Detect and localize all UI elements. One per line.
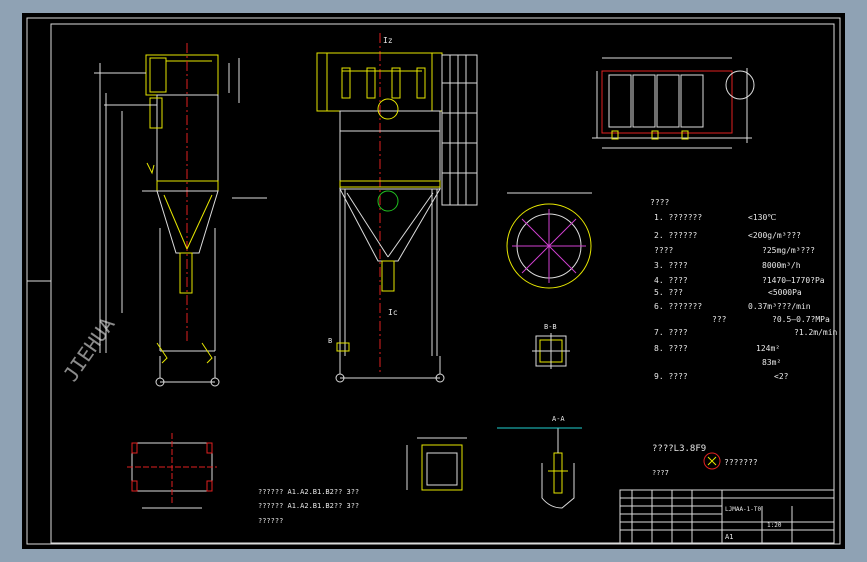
cad-drawing: JIEHUA Iz Ic B-B A-A B ???? 1. ??????? <… bbox=[26, 17, 841, 545]
spec-val-9: ?1.2m/min bbox=[794, 328, 838, 337]
spec-val-13: <2? bbox=[774, 372, 789, 381]
spec-list: ???? 1. ??????? <130℃ 2. ?????? <200g/m³… bbox=[650, 198, 838, 381]
spec-val-2: <200g/m³??? bbox=[748, 231, 801, 240]
spec-val-5: ?1470—1770?Pa bbox=[762, 276, 825, 285]
spec-val-6: <5000Pa bbox=[768, 288, 802, 297]
spec-val-4: 8000m³/h bbox=[762, 261, 801, 270]
drawing-sheet: JIEHUA Iz Ic B-B A-A B ???? 1. ??????? <… bbox=[22, 13, 845, 549]
spec-num-2: 2. ?????? bbox=[654, 231, 698, 240]
side-elevation bbox=[94, 43, 267, 387]
spec-val-1: <130℃ bbox=[748, 213, 776, 222]
company-name: ??????? bbox=[724, 458, 758, 467]
spec-val-3: ?25mg/m³??? bbox=[762, 246, 815, 255]
spec-num-1: 1. ??????? bbox=[654, 213, 702, 222]
title-block bbox=[619, 452, 835, 544]
inner-frame bbox=[50, 23, 835, 544]
watermark: JIEHUA bbox=[58, 313, 119, 386]
note-line-3: ?????? bbox=[258, 517, 283, 525]
spec-num-11: 8. ???? bbox=[654, 344, 688, 353]
spec-val-11: 124m² bbox=[756, 344, 780, 353]
spec-val-8: ?0.5—0.7?MPa bbox=[772, 315, 830, 324]
scale: 1:20 bbox=[767, 522, 782, 529]
spec-num-4: 3. ???? bbox=[654, 261, 688, 270]
outer-frame bbox=[26, 17, 841, 545]
label-section-bb: B-B bbox=[544, 323, 557, 331]
drawing-number: LJMAA-1-T0 bbox=[725, 506, 762, 513]
top-plan-view bbox=[592, 57, 755, 149]
label-bottom-c: Ic bbox=[388, 308, 398, 317]
spec-num-10: 7. ???? bbox=[654, 328, 688, 337]
label-top-a: Iz bbox=[383, 36, 393, 45]
label-b: B bbox=[328, 337, 332, 345]
section-bb bbox=[532, 333, 570, 369]
section-aa bbox=[497, 427, 582, 509]
spec-num-0: ???? bbox=[650, 198, 669, 207]
spec-num-9: ??? bbox=[712, 315, 727, 324]
spec-num-7: 5. ??? bbox=[654, 288, 683, 297]
flange-detail bbox=[506, 192, 592, 289]
note-line-1: ?????? A1.A2.B1.B2?? 3?? bbox=[258, 488, 359, 496]
hopper-outlet-detail bbox=[406, 437, 467, 491]
front-elevation bbox=[316, 33, 478, 383]
label-section-aa: A-A bbox=[552, 415, 565, 423]
spec-val-7: 0.37m³???/min bbox=[748, 302, 811, 311]
spec-num-8: 6. ??????? bbox=[654, 302, 702, 311]
anchor-plan bbox=[127, 433, 217, 509]
sheet-size: A1 bbox=[725, 533, 733, 541]
spec-num-13: 9. ???? bbox=[654, 372, 688, 381]
spec-num-5: 4. ???? bbox=[654, 276, 688, 285]
spec-val-12: 83m² bbox=[762, 358, 781, 367]
note-line-2: ?????? A1.A2.B1.B2?? 3?? bbox=[258, 502, 359, 510]
model-note: ????L3.8F9 bbox=[652, 444, 706, 454]
misc-note: ???7 bbox=[652, 469, 669, 477]
spec-num-3: ???? bbox=[654, 246, 673, 255]
